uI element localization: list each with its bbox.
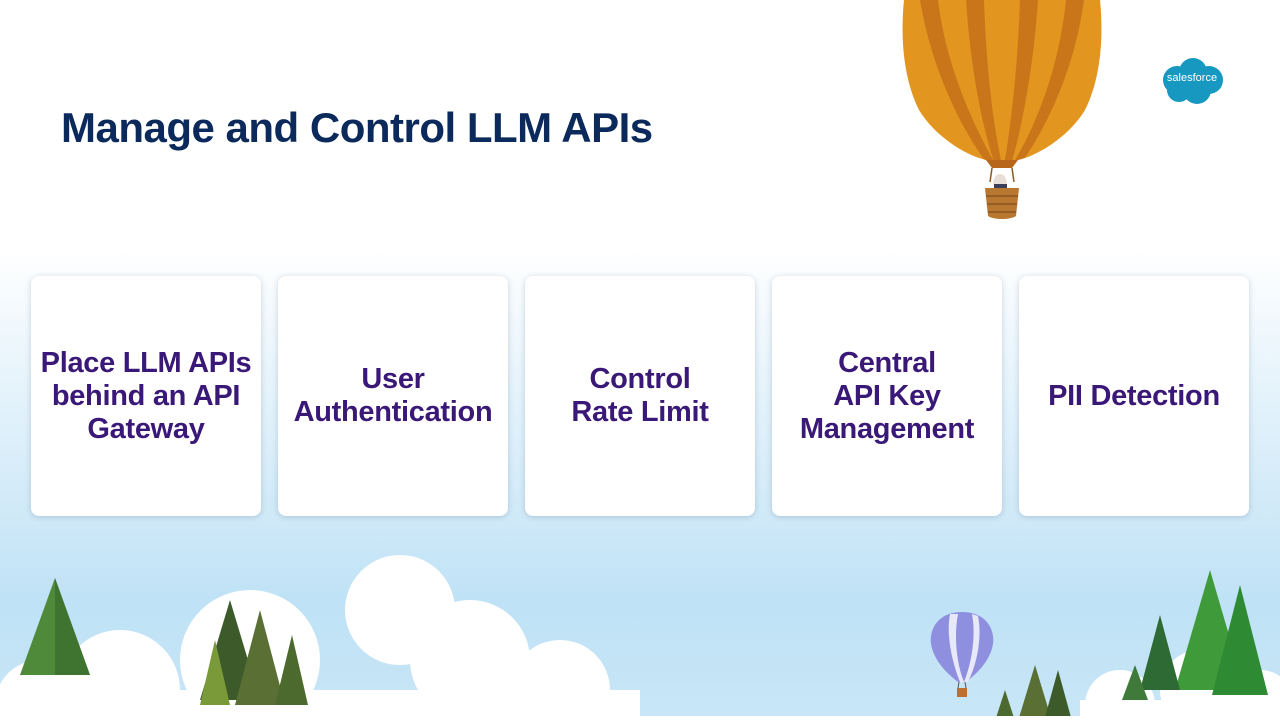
cloud-icon <box>1080 650 1280 721</box>
card-label: Control Rate Limit <box>571 363 709 428</box>
card-label: Place LLM APIs behind an API Gateway <box>40 346 252 445</box>
card-pii-detection: PII Detection <box>1019 276 1249 516</box>
card-api-key-management: Central API Key Management <box>772 276 1002 516</box>
card-label: User Authentication <box>293 363 493 428</box>
card-label: PII Detection <box>1048 379 1220 412</box>
card-api-gateway: Place LLM APIs behind an API Gateway <box>31 276 261 516</box>
cloud-icon <box>0 555 640 721</box>
logo-text: salesforce <box>1166 72 1218 84</box>
landscape-scenery <box>0 555 1280 721</box>
hot-air-balloon-icon <box>902 0 1102 219</box>
salesforce-logo: salesforce <box>1157 56 1227 108</box>
slide-title: Manage and Control LLM APIs <box>61 104 653 151</box>
feature-cards: Place LLM APIs behind an API Gateway Use… <box>31 276 1250 516</box>
card-label: Central API Key Management <box>799 346 975 445</box>
pine-tree-icon <box>20 578 308 705</box>
card-user-authentication: User Authentication <box>278 276 508 516</box>
pine-tree-icon <box>995 570 1268 721</box>
small-balloon-icon <box>930 612 994 697</box>
card-rate-limit: Control Rate Limit <box>525 276 755 516</box>
cloud-logo-icon <box>1163 58 1223 104</box>
